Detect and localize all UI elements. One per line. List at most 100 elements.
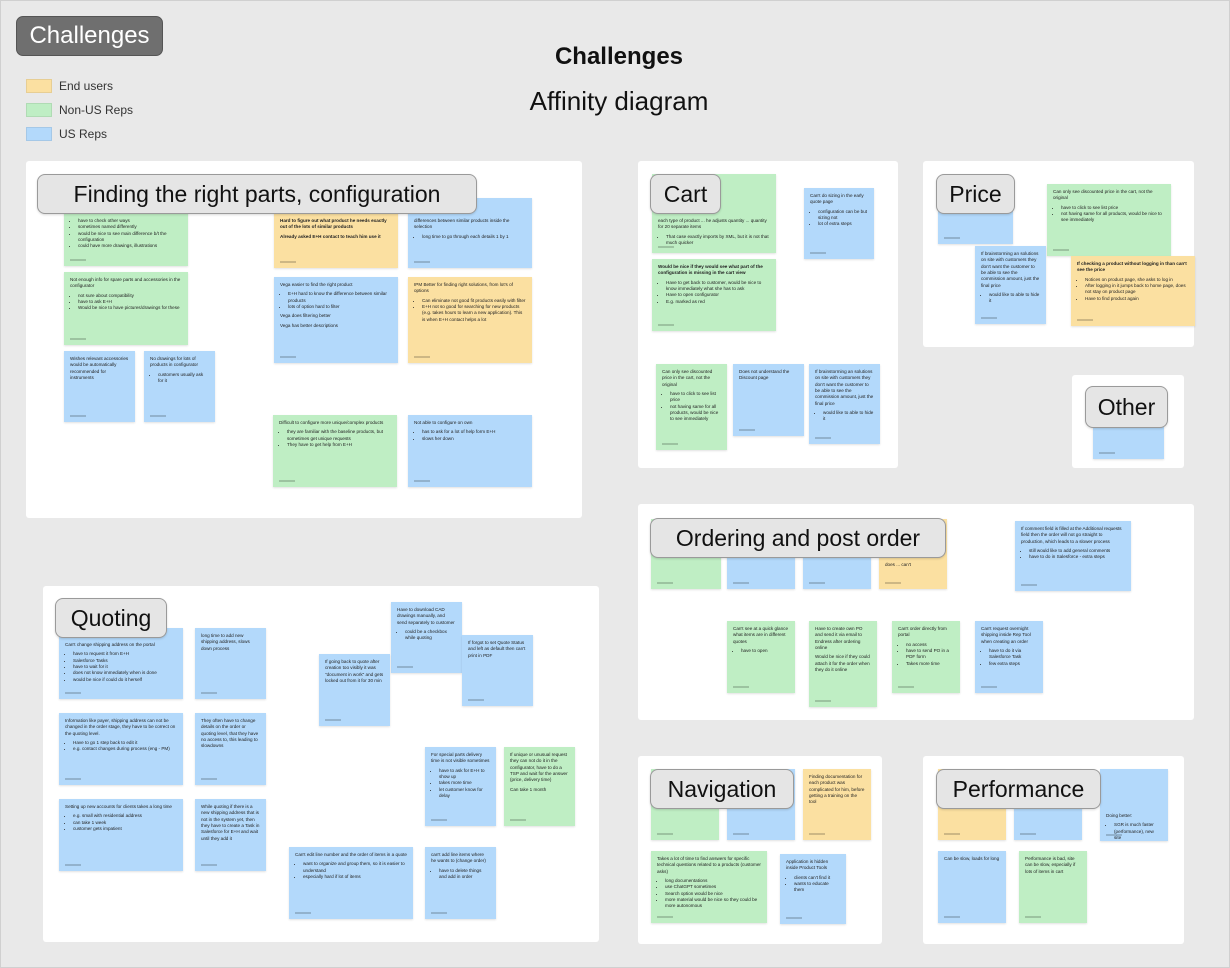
sticky-note[interactable]: If going back to quote after creation to… [319, 654, 390, 726]
sticky-text: Takes a lot of time to find answers for … [657, 856, 761, 874]
sticky-note[interactable]: No drawings for lots of products in conf… [144, 351, 215, 422]
sticky-author [65, 864, 81, 866]
sticky-text: Already asked E+H contact to teach him u… [280, 233, 381, 239]
sticky-author [981, 317, 997, 319]
section-label-performance[interactable]: Performance [936, 769, 1101, 809]
sticky-bullet: has to ask for a lot of help form E+H [422, 429, 526, 435]
sticky-note[interactable]: Can't request overnight shipping inside … [975, 621, 1043, 693]
sticky-bullet: have to do it via Salesforce Task [989, 648, 1037, 661]
sticky-bullet: That case exactly imports by XML, but it… [666, 234, 770, 247]
sticky-text: Not enough info for spare parts and acce… [70, 277, 181, 289]
sticky-bullet: want to organize and group them, so it i… [303, 861, 407, 874]
sticky-text: Finding documentation for each product w… [809, 774, 865, 805]
sticky-author [201, 778, 217, 780]
board-tag[interactable]: Challenges [16, 16, 163, 56]
sticky-text: Have to create own PO and send it via em… [815, 626, 863, 650]
sticky-author [786, 917, 802, 919]
sticky-note[interactable]: If brainstorming an solutions on site wi… [975, 246, 1046, 324]
sticky-text: If comment field is filled at the Additi… [1021, 526, 1122, 544]
sticky-bullets: clients can't find itwants to educate th… [794, 875, 840, 894]
sticky-note[interactable]: Can only see discounted price in the car… [656, 364, 727, 450]
sticky-note[interactable]: If brainstorming an solutions on site wi… [809, 364, 880, 444]
sticky-bullet: have to click to see list price [1061, 205, 1165, 211]
sticky-author [295, 912, 311, 914]
sticky-note[interactable]: If checking a product without logging in… [1071, 256, 1195, 326]
sticky-text: Hard to figure out what product he needs… [280, 218, 387, 230]
sticky-note[interactable]: Have to create own PO and send it via em… [809, 621, 877, 707]
sticky-text: Not able to configure on own [414, 420, 473, 425]
section-label-navigation[interactable]: Navigation [650, 769, 794, 809]
sticky-author [739, 429, 755, 431]
sticky-text: Can't order directly from portal [898, 626, 947, 638]
sticky-note[interactable]: Performance is bad, site can be slow, es… [1019, 851, 1087, 923]
sticky-note[interactable]: Would be nice if they would see what par… [652, 259, 776, 331]
sticky-note[interactable]: Can't change shipping address on the por… [59, 628, 183, 699]
sticky-bullets: have to check other wayssometimes named … [78, 218, 182, 250]
sticky-note[interactable]: Can be slow, loads for long [938, 851, 1006, 923]
sticky-note[interactable] [938, 211, 1013, 244]
sticky-bullet: configuration can be but sizing not [818, 209, 868, 222]
sticky-text: While quoting if there is a new shipping… [201, 804, 260, 841]
sticky-note[interactable]: Not able to configure on own has to ask f… [408, 415, 532, 487]
sticky-note[interactable]: Can't order directly from portal no acces… [892, 621, 960, 693]
sticky-note[interactable]: Doing better:SGR is much faster (perform… [1100, 769, 1168, 841]
sticky-note[interactable]: Wishes relevant accessories would be aut… [64, 351, 135, 422]
sticky-note[interactable]: Can't edit line number and the order of … [289, 847, 413, 919]
sticky-text: If going back to quote after creation to… [325, 659, 384, 683]
sticky-note[interactable]: IPM Better for finding right solutions, … [408, 277, 532, 363]
sticky-author [280, 261, 296, 263]
sticky-note[interactable]: Have to download CAD drawings manually, … [391, 602, 462, 673]
sticky-text: IPM Better for finding right solutions, … [414, 282, 513, 294]
sticky-bullet: not having same for all products, would … [1061, 211, 1165, 224]
sticky-note[interactable]: can't add line items where he wants to (… [425, 847, 496, 919]
section-label-finding-the-right-parts-configuration[interactable]: Finding the right parts, configuration [37, 174, 477, 214]
sticky-bullet: e.g. contact changes during process (eng… [73, 746, 177, 752]
sticky-note[interactable]: Difficult to configure more unique/compl… [273, 415, 397, 487]
sticky-bullets: Have to go 1 step back to edit ite.g. co… [73, 740, 177, 753]
sticky-bullet: customer gets impatient [73, 826, 177, 832]
sticky-note[interactable]: If comment field is filled at the Additi… [1015, 521, 1131, 591]
sticky-note[interactable]: Not enough info for spare parts and acce… [64, 272, 188, 345]
sticky-bullets: long time to go through each details 1 b… [422, 234, 526, 240]
sticky-note[interactable]: Can't do sizing in the early quote pagec… [804, 188, 874, 259]
sticky-bullet: could have more drawings, illustrations [78, 243, 182, 249]
sticky-bullet: no access [906, 642, 954, 648]
sticky-note[interactable]: Can only see discounted price in the car… [1047, 184, 1171, 256]
sticky-note[interactable]: If forgot to set Quote Status and left a… [462, 635, 533, 706]
sticky-bullet: long time to go through each details 1 b… [422, 234, 526, 240]
sticky-text: Can take 1 month [510, 786, 547, 792]
sticky-note[interactable]: While quoting if there is a new shipping… [195, 799, 266, 871]
sticky-bullets: customers usually ask for it [158, 372, 209, 385]
sticky-bullets: configuration can be but sizing notlot o… [818, 209, 868, 228]
section-label-cart[interactable]: Cart [650, 174, 721, 214]
legend-label: End users [59, 79, 114, 93]
sticky-note[interactable]: Finding documentation for each product w… [803, 769, 871, 840]
sticky-note[interactable]: long time to add new shipping address, s… [195, 628, 266, 699]
section-label-quoting[interactable]: Quoting [55, 598, 167, 638]
sticky-bullet: let customer know for delay [439, 787, 490, 800]
sticky-note[interactable]: Vega easier to find the right productE+H… [274, 277, 398, 363]
page-subtitle: Affinity diagram [529, 86, 709, 116]
sticky-note[interactable]: If unique or unusual request they can no… [504, 747, 575, 826]
sticky-text: If checking a product without logging in… [1077, 261, 1187, 273]
sticky-author [733, 582, 749, 584]
sticky-note[interactable]: They often have to change details on the… [195, 713, 266, 785]
section-label-ordering-and-post-order[interactable]: Ordering and post order [650, 518, 946, 558]
sticky-note[interactable]: Application is hidden inside Product Too… [780, 854, 846, 924]
sticky-note[interactable]: Setting up new accounts for clients take… [59, 799, 183, 871]
sticky-author [944, 833, 960, 835]
sticky-note[interactable]: For special parts delivery time is not v… [425, 747, 496, 826]
sticky-note[interactable]: Takes a lot of time to find answers for … [651, 851, 767, 923]
section-label-other[interactable]: Other [1085, 386, 1168, 428]
sticky-note[interactable] [1093, 427, 1164, 459]
sticky-bullet: lots of option hard to filter [288, 304, 392, 310]
sticky-note[interactable]: Does not understand the Discount page [733, 364, 804, 436]
sticky-author [65, 692, 81, 694]
sticky-text: Have to download CAD drawings manually, … [397, 607, 455, 625]
sticky-bullet: few extra steps [989, 661, 1037, 667]
sticky-bullet: have to request it from E+H [73, 651, 177, 657]
section-label-price[interactable]: Price [936, 174, 1015, 214]
sticky-note[interactable]: Information like payer, shipping address… [59, 713, 183, 785]
sticky-text: Can't edit line number and the order of … [295, 852, 407, 857]
sticky-note[interactable]: Can't see at a quick glance what items a… [727, 621, 795, 693]
